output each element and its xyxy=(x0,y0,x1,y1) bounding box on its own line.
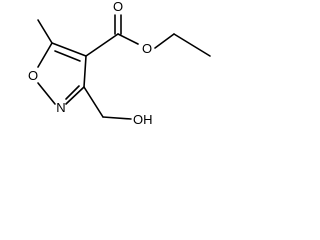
ring-bond-n2-c3 xyxy=(65,86,85,105)
chemical-structure-diagram: O O O N OH xyxy=(28,0,211,127)
bond-c3-ch2 xyxy=(83,86,104,118)
ring-bond-c5-o1 xyxy=(37,42,53,68)
ring-bond-c4-c5 xyxy=(51,42,87,57)
bond-carbonyl-ester-oxygen xyxy=(117,33,139,45)
ring-bond-n2-c3-double xyxy=(65,85,80,100)
ring-bond-o1-n2 xyxy=(37,82,56,105)
structure-canvas: O O O N OH xyxy=(0,0,214,140)
ring-nitrogen-label: N xyxy=(56,100,65,115)
methyl-bond xyxy=(37,19,53,44)
ring-oxygen-label: O xyxy=(28,68,38,83)
bond-ethyl-ch2-ch3 xyxy=(173,33,211,57)
ring-bond-c4-c5-double xyxy=(54,50,81,62)
bond-ester-oxygen-ch2 xyxy=(154,33,175,49)
bond-ch2-oh xyxy=(102,116,132,120)
ring-bond-c3-c4 xyxy=(83,55,87,88)
carbonyl-oxygen-label: O xyxy=(113,0,123,14)
hydroxyl-label: OH xyxy=(133,112,153,127)
bond-c4-carbonyl-carbon xyxy=(85,33,119,57)
ester-oxygen-label: O xyxy=(142,41,152,56)
